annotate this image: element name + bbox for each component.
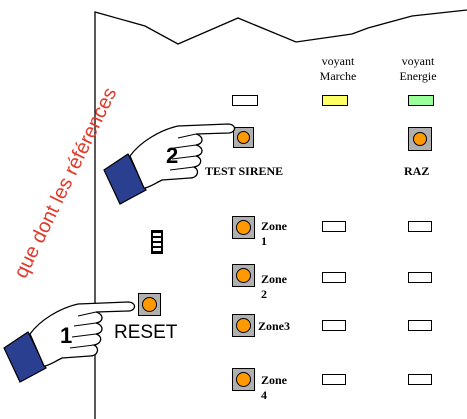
button-face [142,297,157,312]
led-top-left [232,95,258,106]
finger-number-2: 2 [166,143,179,168]
pointing-hand-icon [3,301,136,383]
test-sirene-label: TEST SIRENE [205,164,284,178]
button-face [236,220,251,235]
zone-1-button[interactable] [232,216,255,239]
column-header-energie: voyant Energie [399,54,437,83]
zone-3-led-marche [322,320,346,331]
zone-3-led-energie [408,320,432,331]
finger-number-1: 1 [60,323,73,348]
raz-button[interactable] [408,127,432,151]
raz-label: RAZ [404,164,430,178]
led-marche [322,95,348,106]
button-face [236,268,251,283]
zone-1-led-energie [408,221,432,232]
zone-4-led-marche [322,374,346,385]
button-face [236,318,251,333]
pointing-hand-icon [103,123,236,205]
reset-label: RESET [114,322,178,343]
zone-4-label: Zone 4 [261,373,288,402]
button-face [237,131,250,144]
zone-4-led-energie [408,374,432,385]
zone-1-led-marche [322,221,346,232]
zone-4-button[interactable] [232,368,255,391]
zone-2-label: Zone 2 [261,272,288,301]
zone-2-led-marche [322,272,346,283]
column-header-marche: voyant Marche [319,54,357,83]
zone-3-button[interactable] [232,314,255,337]
button-face [413,132,427,146]
button-face [236,372,251,387]
zone-2-button[interactable] [232,264,255,287]
reset-button[interactable] [138,293,161,316]
display-indicator [151,230,163,254]
zone-2-led-energie [408,272,432,283]
zone-3-label: Zone3 [258,319,291,333]
led-energie [408,95,434,106]
test-sirene-button[interactable] [233,127,254,148]
zone-1-label: Zone 1 [261,219,288,248]
